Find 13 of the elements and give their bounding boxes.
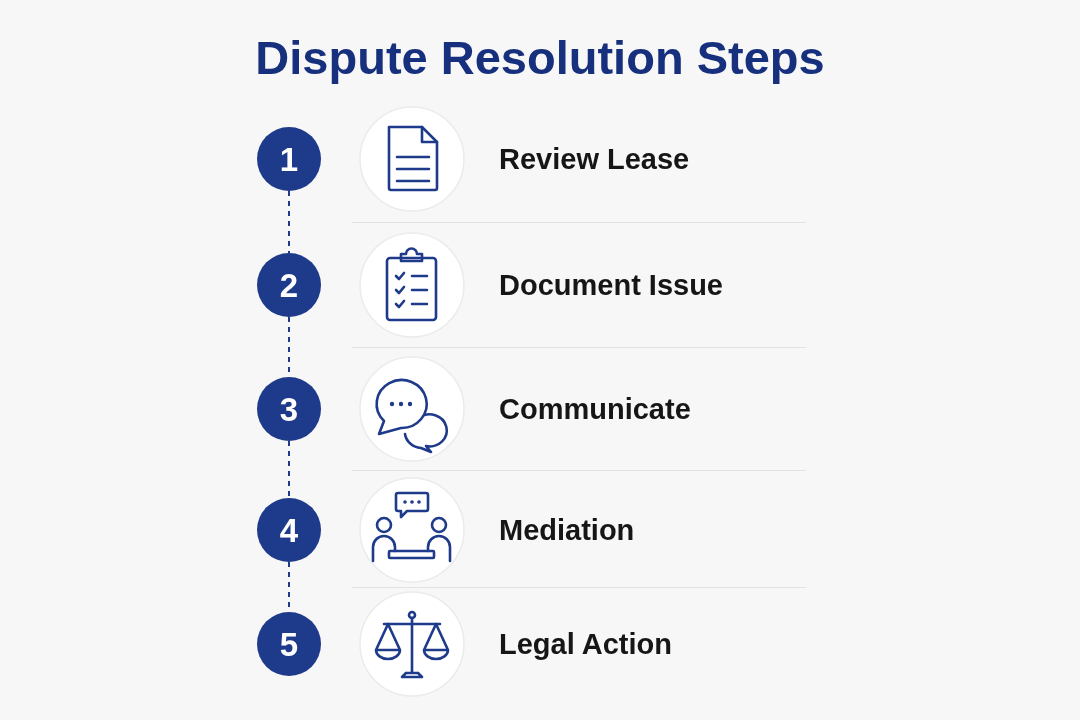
step-label: Review Lease [499,142,690,176]
step-number-circle: 4 [257,498,321,562]
dashed-connector [288,440,290,499]
dashed-connector [288,190,290,254]
step-number-circle: 1 [257,127,321,191]
step-number-circle: 2 [257,253,321,317]
step-label: Document Issue [499,268,723,302]
step-number-circle: 3 [257,377,321,441]
step-label: Legal Action [499,627,672,661]
step-label: Mediation [499,513,635,547]
step-number-circle: 5 [257,612,321,676]
step-label: Communicate [499,392,691,426]
title: Dispute Resolution Steps [255,30,825,86]
